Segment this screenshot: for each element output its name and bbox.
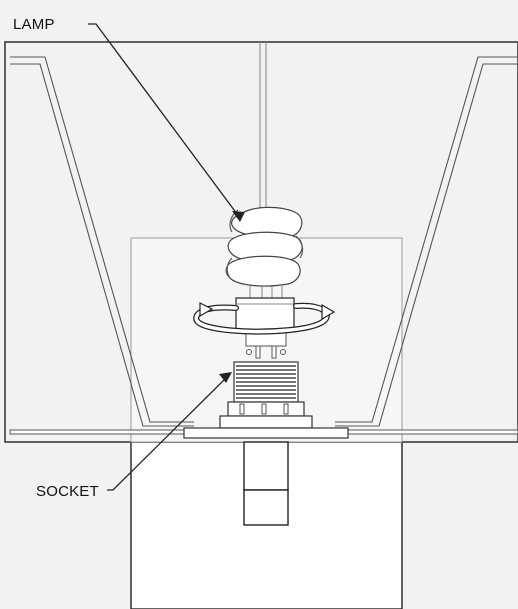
shade-left-wall [10,56,194,427]
lamp-bulb [225,206,304,298]
rotation-arrow-icon [193,302,336,335]
socket [219,361,313,429]
mounting-plate [9,427,518,439]
socket-label: SOCKET [36,483,99,500]
lamp-label: LAMP [13,16,55,33]
lamp-leader [88,23,245,222]
central-rod [259,42,267,238]
socket-leader [107,372,232,491]
shade-right-wall [335,56,518,427]
lamp-stem [243,441,289,526]
